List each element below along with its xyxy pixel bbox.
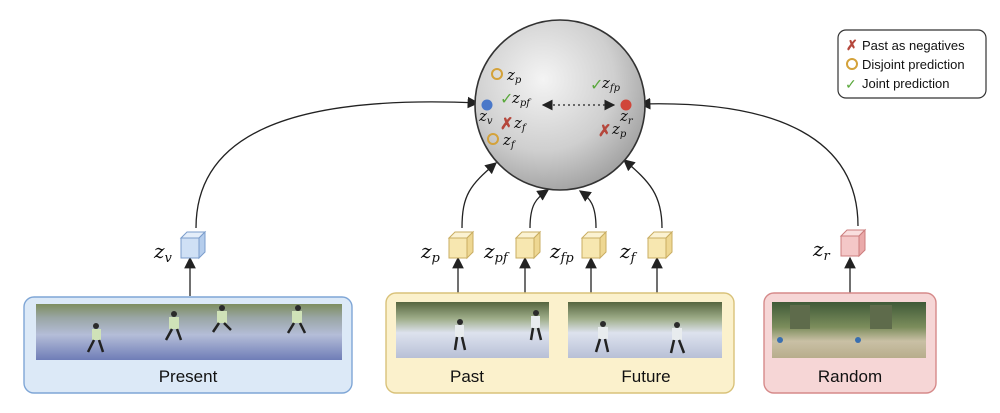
cube-zf	[646, 230, 674, 260]
legend-label-joint: Joint prediction	[862, 76, 949, 91]
sphere-label-zp: zp	[506, 66, 522, 86]
panel-label-present: Present	[159, 367, 218, 386]
panel-label-random: Random	[818, 367, 882, 386]
sphere-label-zf-negative: zf	[513, 114, 528, 134]
check-icon: ✓	[845, 77, 857, 93]
panel-label-past: Past	[450, 367, 484, 386]
cross-icon: ✗	[846, 38, 858, 54]
cross-icon: ✗	[500, 114, 513, 133]
disjoint-circle-icon	[491, 68, 503, 80]
cube-zr	[839, 228, 867, 258]
arrow-zf-to-sphere	[623, 159, 663, 229]
cube-label-zfp: zfp	[549, 239, 574, 266]
cube-zp	[447, 230, 475, 260]
arrow-zpf-to-sphere	[529, 189, 550, 229]
panel-label-future: Future	[621, 367, 670, 386]
zv-dot	[481, 99, 493, 111]
check-icon: ✓	[500, 89, 513, 108]
frame-present-3	[189, 304, 266, 360]
sphere-label-zf-disjoint: zf	[502, 131, 517, 151]
check-icon: ✓	[590, 75, 603, 94]
legend-label-disjoint: Disjoint prediction	[862, 57, 965, 72]
cube-zpf	[514, 230, 542, 260]
frame-random-1	[772, 302, 849, 358]
sphere-label-zpf: zpf	[511, 89, 532, 109]
arrow-zp-to-sphere	[461, 162, 497, 229]
embedding-cubes: zv zp zpf zfp zf	[153, 228, 867, 266]
sphere-label-zfp: zfp	[601, 74, 621, 94]
cross-icon: ✗	[598, 121, 611, 140]
arrow-zfp-to-sphere	[578, 190, 597, 229]
sphere-label-zv: zv	[478, 107, 493, 127]
legend-box	[837, 29, 987, 99]
sphere-label-zr: zr	[619, 107, 634, 127]
cube-label-zpf: zpf	[483, 239, 510, 266]
legend-label-past-negatives: Past as negatives	[862, 38, 965, 53]
sphere-label-zp-negative: zp	[611, 120, 627, 140]
panel-random: Random	[763, 292, 937, 394]
cube-label-zv: zv	[153, 239, 173, 266]
circle-icon	[846, 58, 858, 70]
cube-zfp	[580, 230, 608, 260]
disjoint-circle-icon	[487, 133, 499, 145]
connection-arrows	[184, 96, 859, 296]
panel-present: Present	[23, 296, 353, 394]
legend: ✗ Past as negatives Disjoint prediction …	[837, 29, 987, 99]
cube-zv	[179, 230, 207, 260]
embedding-sphere: zp ✓ zpf zv ✗ zf zf ✓ zfp zr ✗ zp	[474, 19, 646, 191]
arrow-zr-to-sphere	[638, 97, 859, 227]
arrow-zv-to-sphere	[195, 96, 480, 229]
cube-label-zf: zf	[619, 239, 638, 266]
cube-label-zr: zr	[812, 237, 831, 264]
zr-dot	[620, 99, 632, 111]
panel-past-future: Past Future	[385, 292, 735, 394]
cube-label-zp: zp	[420, 239, 441, 266]
